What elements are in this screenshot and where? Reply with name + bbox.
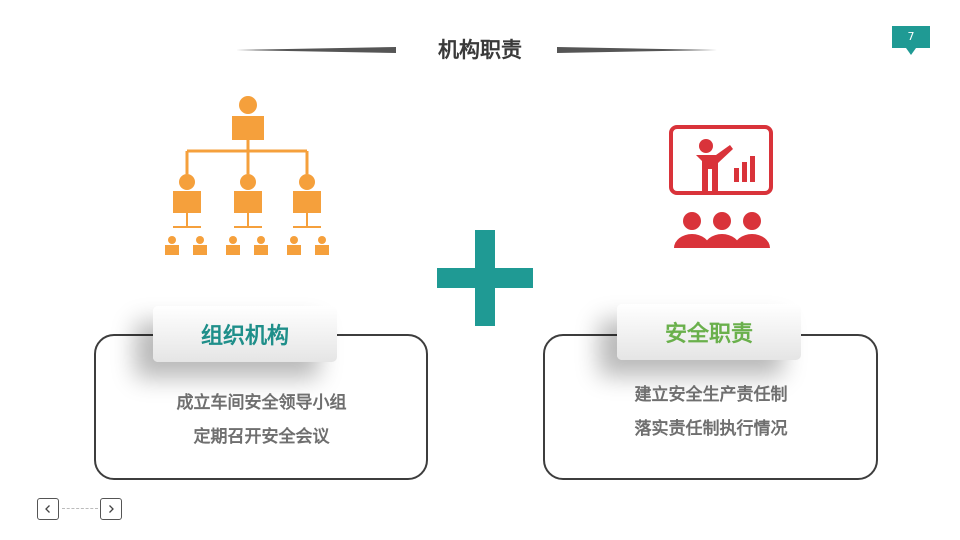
title-right-line — [557, 47, 717, 53]
safety-duty-line-1: 建立安全生产责任制 — [634, 385, 788, 405]
safety-duty-label: 安全职责 — [617, 304, 801, 360]
nav-divider — [62, 508, 98, 509]
org-structure-label: 组织机构 — [153, 306, 337, 362]
chevron-left-icon — [45, 505, 50, 513]
safety-duty-text: 建立安全生产责任制 落实责任制执行情况 — [543, 378, 879, 446]
safety-duty-line-2: 落实责任制执行情况 — [634, 419, 788, 439]
presentation-icon — [669, 125, 773, 248]
title-left-line — [236, 47, 396, 53]
chevron-right-icon — [109, 505, 114, 513]
org-structure-text: 成立车间安全领导小组 定期召开安全会议 — [94, 386, 429, 454]
org-chart-icon — [165, 96, 329, 255]
prev-slide-button[interactable] — [37, 498, 59, 520]
page-title: 机构职责 — [438, 38, 522, 62]
plus-icon — [437, 230, 533, 326]
org-structure-line-2: 定期召开安全会议 — [193, 427, 330, 447]
page-number-badge: 7 — [892, 26, 930, 55]
next-slide-button[interactable] — [100, 498, 122, 520]
org-structure-line-1: 成立车间安全领导小组 — [176, 393, 347, 413]
